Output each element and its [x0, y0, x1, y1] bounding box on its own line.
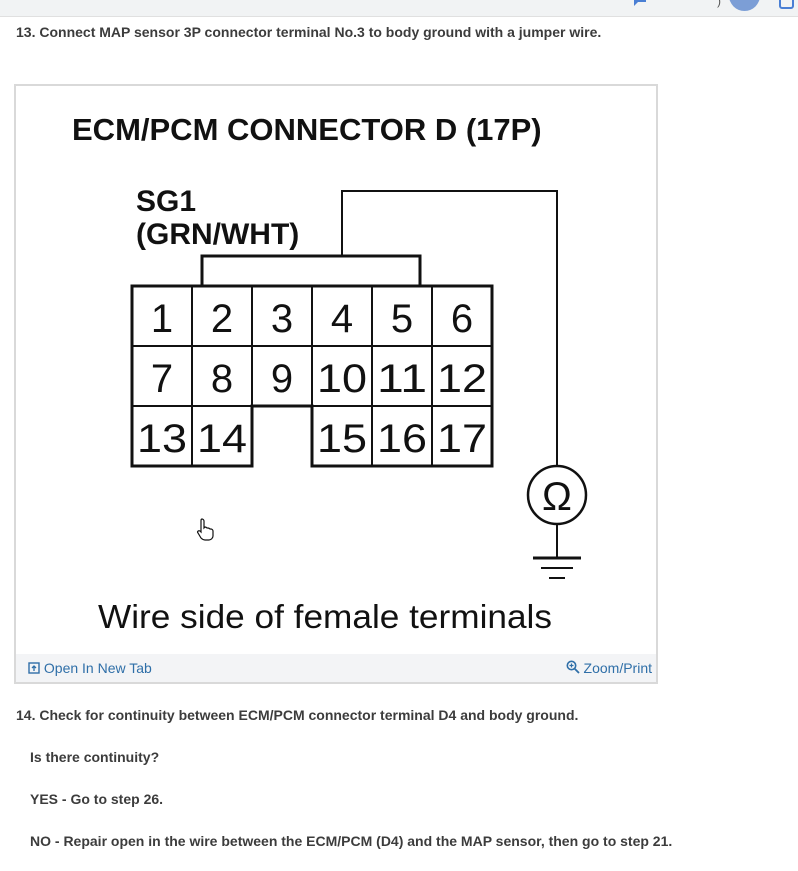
no-answer: NO - Repair open in the wire between the…	[30, 833, 673, 849]
pin-number: 12	[437, 357, 487, 401]
figure-caption: Wire side of female terminals	[98, 598, 552, 635]
pin-number: 2	[211, 297, 233, 341]
continuity-question: Is there continuity?	[30, 749, 160, 765]
pin-number: 10	[317, 357, 367, 401]
apps-icon[interactable]	[779, 0, 795, 15]
top-bar: )	[0, 0, 798, 17]
pin-number: 13	[137, 417, 187, 461]
figure-footer: Open In New Tab Zoom/Print	[16, 654, 656, 682]
pin-number: 8	[211, 357, 233, 401]
connector-diagram: ECM/PCM CONNECTOR D (17P) SG1 (GRN/WHT)	[72, 112, 588, 635]
step-13-text: 13. Connect MAP sensor 3P connector term…	[16, 24, 602, 40]
chat-icon[interactable]	[632, 0, 648, 13]
ohm-symbol: Ω	[542, 475, 572, 519]
pin-number: 17	[437, 417, 487, 461]
connector-figure: ECM/PCM CONNECTOR D (17P) SG1 (GRN/WHT)	[14, 84, 658, 684]
figure-title: ECM/PCM CONNECTOR D (17P)	[72, 112, 542, 147]
zoom-print-label: Zoom/Print	[583, 660, 652, 676]
wire-label-sg1: SG1	[136, 185, 196, 218]
zoom-print-link[interactable]: Zoom/Print	[566, 660, 652, 676]
open-in-new-tab-label: Open In New Tab	[43, 660, 152, 676]
pin-number: 9	[271, 357, 293, 401]
connector-lock-tab	[200, 254, 422, 286]
pin-number: 14	[197, 417, 247, 461]
header-mark: )	[717, 0, 721, 8]
hand-cursor-icon	[197, 518, 214, 541]
open-in-new-tab-icon	[28, 662, 40, 674]
pin-number: 16	[377, 417, 427, 461]
avatar[interactable]	[729, 0, 760, 11]
open-in-new-tab-link[interactable]: Open In New Tab	[28, 660, 152, 676]
pin-number: 15	[317, 417, 367, 461]
wire-label-color: (GRN/WHT)	[136, 218, 299, 251]
pin-number: 11	[377, 357, 427, 401]
probe-wire	[341, 190, 558, 466]
pin-number: 3	[271, 297, 293, 341]
yes-answer: YES - Go to step 26.	[30, 791, 164, 807]
pin-number: 5	[391, 297, 413, 341]
step-14-text: 14. Check for continuity between ECM/PCM…	[16, 707, 579, 723]
zoom-icon	[566, 660, 580, 674]
pin-number: 7	[151, 357, 173, 401]
pin-number: 6	[451, 297, 473, 341]
pin-number: 4	[331, 297, 353, 341]
pin-number: 1	[151, 297, 173, 341]
